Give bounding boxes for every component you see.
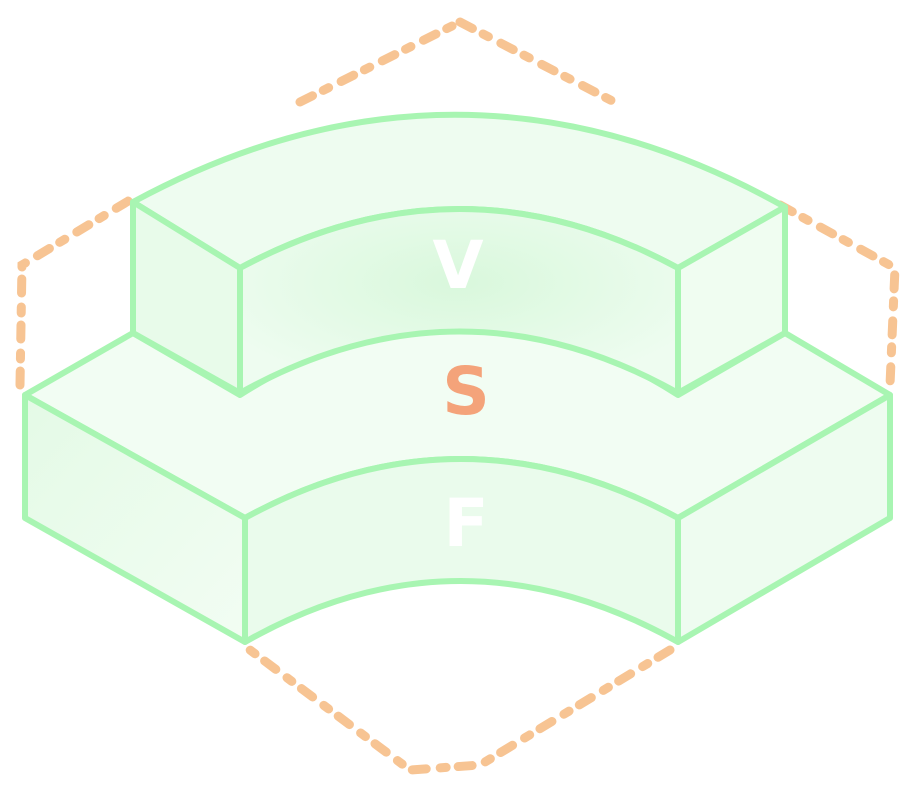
- label-middle-letter: S: [442, 353, 490, 430]
- upper-step-arc-face: [237, 206, 681, 396]
- label-bottom-letter: F: [443, 485, 488, 562]
- lower-step-arc-face: [242, 456, 681, 645]
- label-top-letter: V: [432, 227, 483, 304]
- lower-step: [22, 322, 893, 645]
- upper-step: [130, 111, 788, 396]
- dashed-hexagon-outline: [15, 17, 900, 775]
